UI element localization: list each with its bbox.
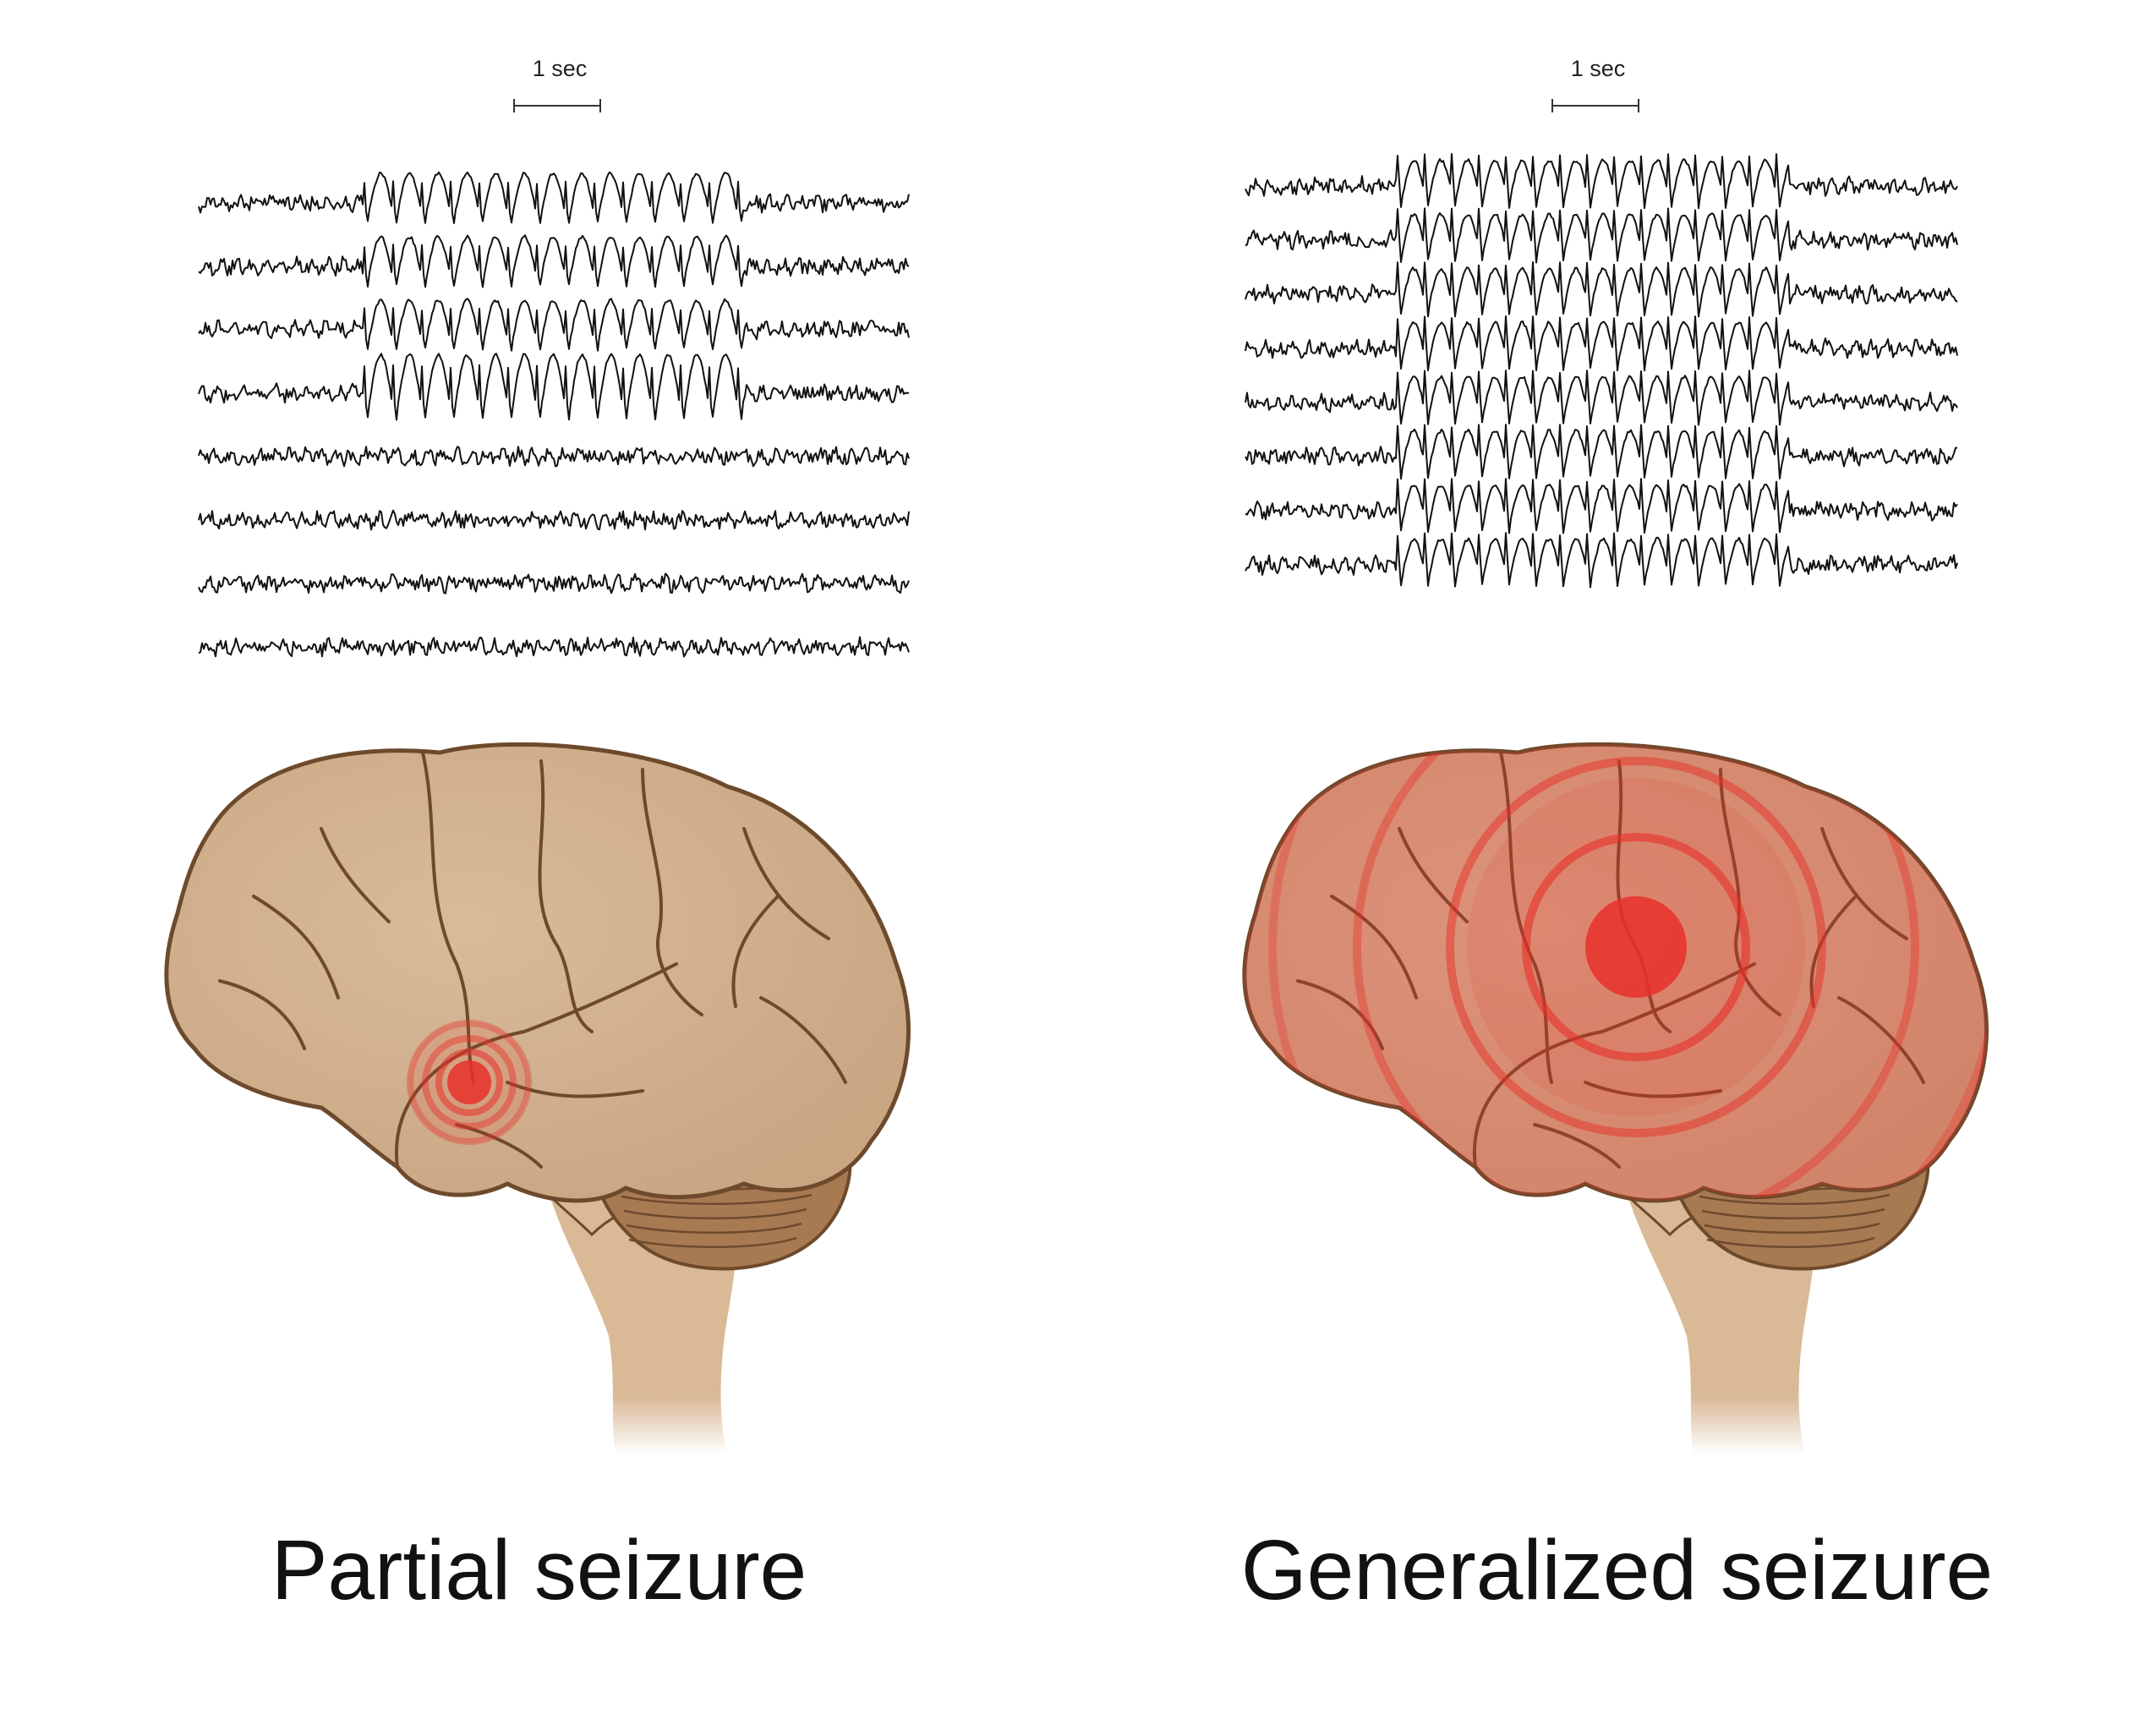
time-scale-label: 1 sec: [1570, 56, 1626, 81]
partial-seizure-panel: 1 sec Partial seizure: [164, 56, 911, 1618]
eeg-channel-trace: [1245, 207, 1958, 264]
generalized-brain-illustration: [1242, 742, 1989, 1454]
eeg-channel-trace: [198, 446, 910, 468]
eeg-channel-trace: [1245, 424, 1958, 480]
eeg-channel-trace: [1245, 370, 1958, 426]
eeg-channel-trace: [198, 509, 910, 531]
time-scale-line: [1551, 99, 1639, 112]
brain-sulci: [218, 751, 847, 1169]
partial-seizure-caption: Partial seizure: [271, 1523, 807, 1618]
partial-eeg-traces: [198, 171, 910, 658]
eeg-channel-trace: [198, 572, 910, 594]
eeg-channel-trace: [198, 234, 910, 288]
time-scale-label: 1 sec: [532, 56, 588, 81]
cerebrum: [164, 742, 911, 1203]
eeg-channel-trace: [198, 636, 910, 658]
time-scale-line: [513, 99, 601, 112]
time-scale-bar: 1 sec: [1551, 56, 1644, 115]
eeg-channel-trace: [1245, 261, 1958, 318]
partial-brain-illustration: [164, 742, 911, 1454]
eeg-channel-trace: [1245, 153, 1958, 210]
eeg-channel-trace: [1245, 315, 1958, 372]
eeg-channel-trace: [1245, 478, 1958, 534]
eeg-channel-trace: [198, 298, 910, 352]
eeg-channel-trace: [1245, 532, 1958, 589]
generalized-seizure-panel: 1 sec Generalized seizure: [1078, 0, 2156, 1725]
generalized-eeg-traces: [1245, 153, 1958, 589]
seizure-focus: [1244, 744, 1987, 1201]
time-scale-bar: 1 sec: [513, 56, 606, 115]
generalized-seizure-caption: Generalized seizure: [1240, 1523, 1994, 1618]
seizure-focus: [407, 1020, 532, 1145]
eeg-channel-trace: [198, 171, 910, 224]
eeg-channel-trace: [198, 353, 910, 421]
